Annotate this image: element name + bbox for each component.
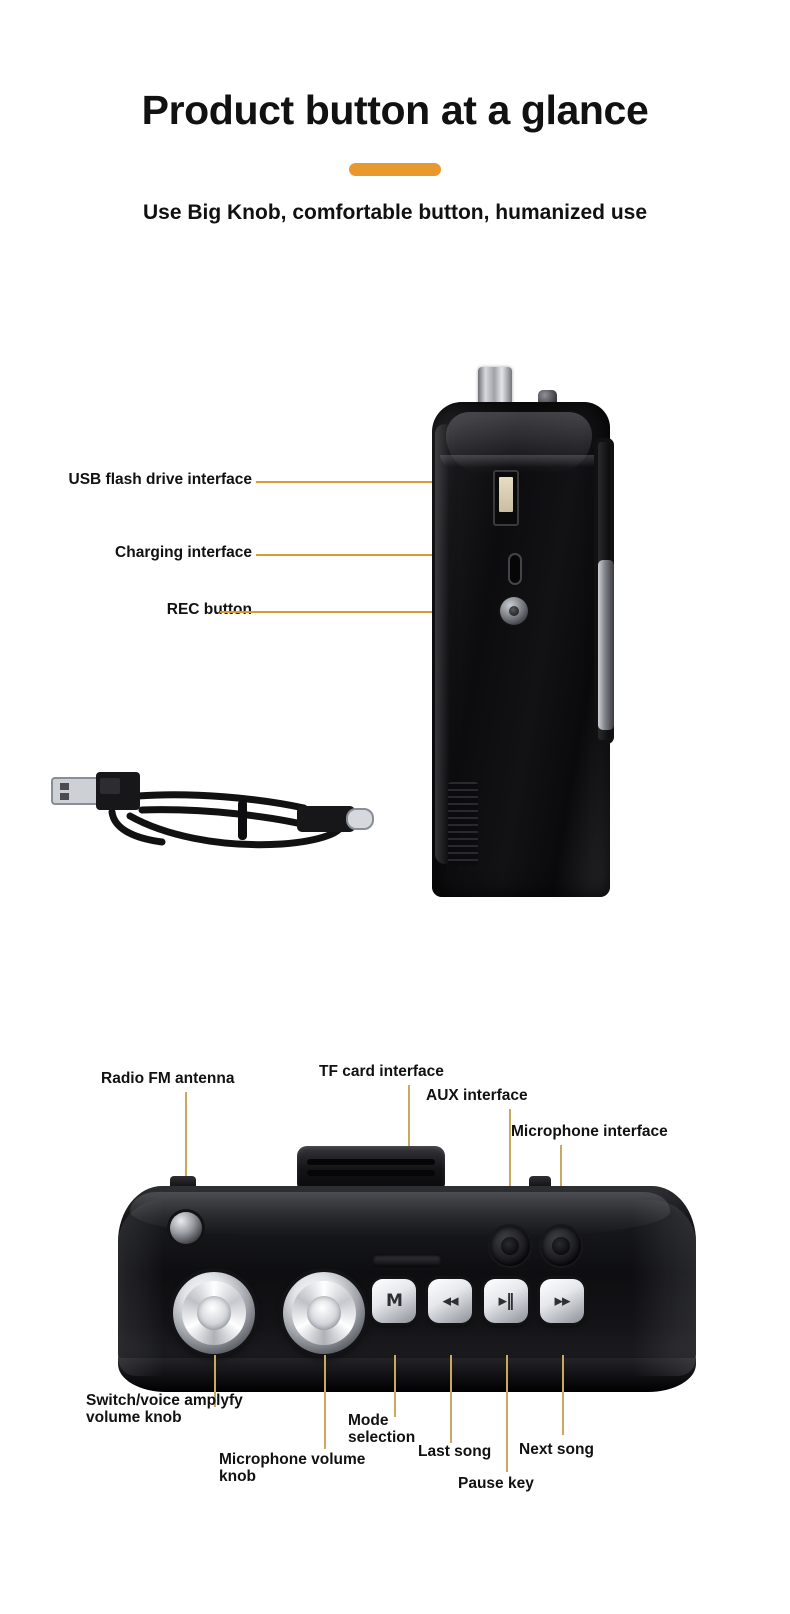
- previous-track-button[interactable]: ◂◂: [428, 1279, 472, 1323]
- play-pause-button[interactable]: ▸‖: [484, 1279, 528, 1323]
- leader-line-pause-key: [506, 1355, 508, 1472]
- callout-label-tf-card-interface: TF card interface: [319, 1063, 444, 1080]
- callout-label-mode-selection: Mode selection: [348, 1412, 416, 1446]
- tf-card-slot-icon: [373, 1254, 441, 1267]
- callout-label-aux-interface: AUX interface: [426, 1087, 528, 1104]
- usb-c-port-icon: [508, 553, 522, 585]
- speaker-vent: [448, 782, 478, 866]
- callout-label-rec-button: REC button: [166, 601, 252, 618]
- page-title: Product button at a glance: [141, 87, 649, 133]
- fm-antenna-mount-icon: [170, 1212, 202, 1244]
- callout-label-charging-interface: Charging interface: [115, 544, 252, 561]
- leader-line-charging-interface: [256, 554, 515, 556]
- title-divider: [349, 163, 441, 177]
- microphone-jack-icon: [541, 1226, 581, 1266]
- aux-jack-icon: [490, 1226, 530, 1266]
- callout-label-pause-key: Pause key: [458, 1475, 534, 1492]
- handle-hinge-left: [170, 1176, 196, 1189]
- next-track-button[interactable]: ▸▸: [540, 1279, 584, 1323]
- callout-label-microphone-volume-knob: Microphone volume knob: [219, 1451, 366, 1485]
- callout-label-radio-fm-antenna: Radio FM antenna: [101, 1070, 235, 1087]
- volume-knob-main[interactable]: [173, 1272, 255, 1354]
- leader-line-aux-interface: [509, 1109, 511, 1236]
- leader-line-next-song: [562, 1355, 564, 1435]
- header: Product button at a glance Use Big Knob,…: [0, 0, 790, 225]
- leader-line-last-song: [450, 1355, 452, 1443]
- radio-top-seam: [440, 455, 602, 467]
- rec-button-icon: [500, 597, 528, 625]
- usb-a-port-icon: [493, 470, 519, 526]
- callout-label-usb-flash-drive-interface: USB flash drive interface: [68, 471, 252, 488]
- callout-label-last-song: Last song: [418, 1443, 492, 1460]
- leader-line-radio-fm-antenna: [185, 1092, 187, 1220]
- carry-handle: [297, 1146, 445, 1188]
- callout-label-switch-voice-amplify-volume-knob: Switch/voice amplyfy volume knob: [86, 1392, 243, 1426]
- leader-line-rec-button: [220, 611, 515, 613]
- handle-hinge-right: [529, 1176, 551, 1189]
- mode-button[interactable]: M: [372, 1279, 416, 1323]
- page-subtitle: Use Big Knob, comfortable button, humani…: [142, 201, 648, 225]
- usb-cable-illustration: [42, 752, 382, 862]
- volume-knob-mic[interactable]: [283, 1272, 365, 1354]
- callout-label-next-song: Next song: [519, 1441, 594, 1458]
- leader-line-switch-voice-amplify-volume-knob: [214, 1355, 216, 1407]
- leader-line-microphone-volume-knob: [324, 1355, 326, 1449]
- carry-strap-inner: [598, 560, 614, 730]
- callout-label-microphone-interface: Microphone interface: [511, 1123, 668, 1140]
- leader-line-usb-flash-drive-interface: [256, 481, 507, 483]
- leader-line-mode-selection: [394, 1355, 396, 1417]
